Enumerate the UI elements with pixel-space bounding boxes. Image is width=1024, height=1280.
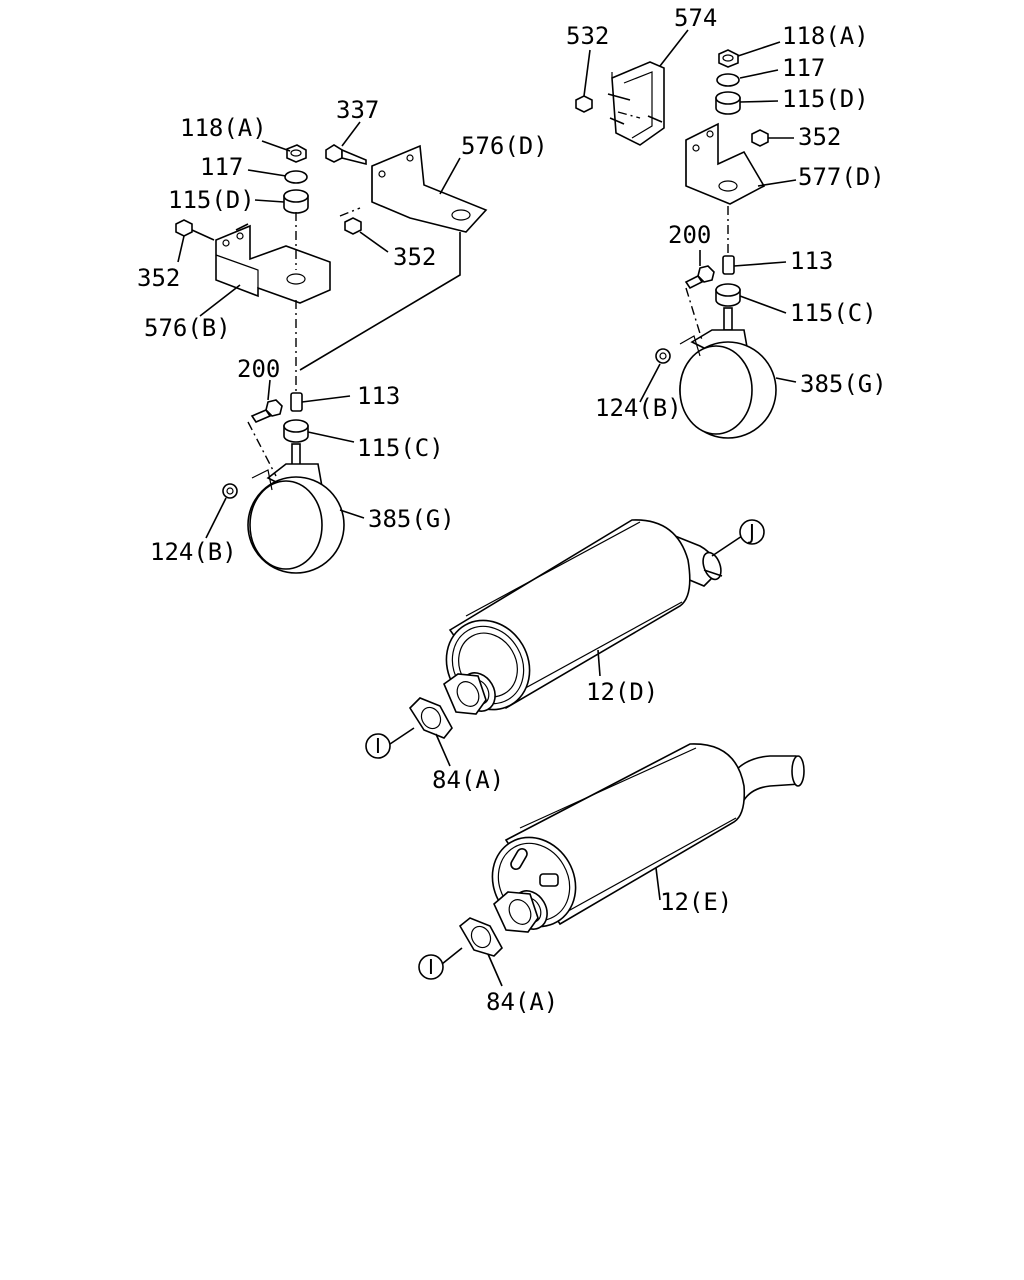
washer-124b-left xyxy=(222,483,238,499)
label-84a-upper: 84(A) xyxy=(432,766,504,794)
muffler-12e xyxy=(491,743,805,933)
label-124b-right: 124(B) xyxy=(595,394,682,422)
bracket-576b xyxy=(215,224,331,304)
label-352-left-a: 352 xyxy=(137,264,180,292)
label-117-left: 117 xyxy=(200,153,243,181)
connector-i-lower-label: I xyxy=(428,955,434,979)
right-hanger-assembly xyxy=(575,49,777,439)
label-576d: 576(D) xyxy=(461,132,548,160)
label-12e: 12(E) xyxy=(660,888,732,916)
leader-lines-right xyxy=(583,29,797,403)
label-576b: 576(B) xyxy=(144,314,231,342)
washer-124b-right xyxy=(655,348,671,364)
clamp-385g-left xyxy=(247,463,345,574)
label-124b-left: 124(B) xyxy=(150,538,237,566)
washer-117-right xyxy=(716,73,740,87)
label-113-right: 113 xyxy=(790,247,833,275)
stud-113-right xyxy=(722,255,735,275)
nut-352-right xyxy=(751,129,769,147)
label-200-right: 200 xyxy=(668,221,711,249)
rubber-mount-115c-right xyxy=(715,283,741,307)
gasket-84a-upper xyxy=(408,697,453,739)
connector-i-lower: I xyxy=(418,954,444,980)
rubber-mount-115c-left xyxy=(283,419,309,443)
clamp-385g-right xyxy=(679,329,777,439)
nut-352-left-b xyxy=(344,217,362,235)
label-118a-right: 118(A) xyxy=(782,22,869,50)
leader-lines-mufflers xyxy=(389,535,743,987)
label-84a-lower: 84(A) xyxy=(486,988,558,1016)
nut-118a-right xyxy=(718,49,739,68)
label-118a-left: 118(A) xyxy=(180,114,267,142)
rubber-mount-115d-left xyxy=(283,189,309,214)
label-200-left: 200 xyxy=(237,355,280,383)
left-hanger-assembly xyxy=(175,144,488,574)
centerline-nut-352 xyxy=(339,207,361,217)
label-385g-right: 385(G) xyxy=(800,370,887,398)
nut-118a-left xyxy=(286,144,307,163)
centerline-bolt-200-right xyxy=(685,287,703,341)
label-113-left: 113 xyxy=(357,382,400,410)
gasket-84a-lower xyxy=(458,917,503,957)
assembly-line-576d xyxy=(299,232,461,371)
label-115d-left: 115(D) xyxy=(168,186,255,214)
connector-i-upper-label: I xyxy=(375,734,381,758)
rubber-mount-115d-right xyxy=(715,91,741,115)
label-385g-left: 385(G) xyxy=(368,505,455,533)
bolt-337 xyxy=(325,144,367,166)
threaded-stud-right xyxy=(723,307,733,331)
label-337: 337 xyxy=(336,96,379,124)
bracket-576d xyxy=(371,144,488,233)
bracket-574 xyxy=(607,61,665,146)
nut-532 xyxy=(575,95,593,113)
bracket-577d xyxy=(685,122,766,205)
centerline-bolt-200-left xyxy=(247,421,277,477)
centerline-nut-532 xyxy=(617,111,641,119)
leader-lines-left xyxy=(177,121,461,539)
label-577d: 577(D) xyxy=(798,163,885,191)
connector-j-label: J xyxy=(747,520,755,544)
threaded-stud-left xyxy=(291,443,301,467)
label-12d: 12(D) xyxy=(586,678,658,706)
label-115c-left: 115(C) xyxy=(357,434,444,462)
label-352-right: 352 xyxy=(798,123,841,151)
nut-352-left-a xyxy=(175,219,193,237)
connector-i-upper: I xyxy=(365,733,391,759)
label-117-right: 117 xyxy=(782,54,825,82)
washer-117-left xyxy=(284,170,308,184)
label-532: 532 xyxy=(566,22,609,50)
stud-113-left xyxy=(290,392,303,412)
part-labels: 118(A) 117 115(D) 352 576(B) 337 576(D) … xyxy=(137,4,887,1016)
label-352-left-b: 352 xyxy=(393,243,436,271)
connector-j-upper: J xyxy=(739,519,765,545)
label-115c-right: 115(C) xyxy=(790,299,877,327)
label-574: 574 xyxy=(674,4,717,32)
muffler-12d xyxy=(443,519,723,715)
bolt-200-left xyxy=(250,399,283,423)
bolt-200-right xyxy=(684,265,715,290)
label-115d-right: 115(D) xyxy=(782,85,869,113)
